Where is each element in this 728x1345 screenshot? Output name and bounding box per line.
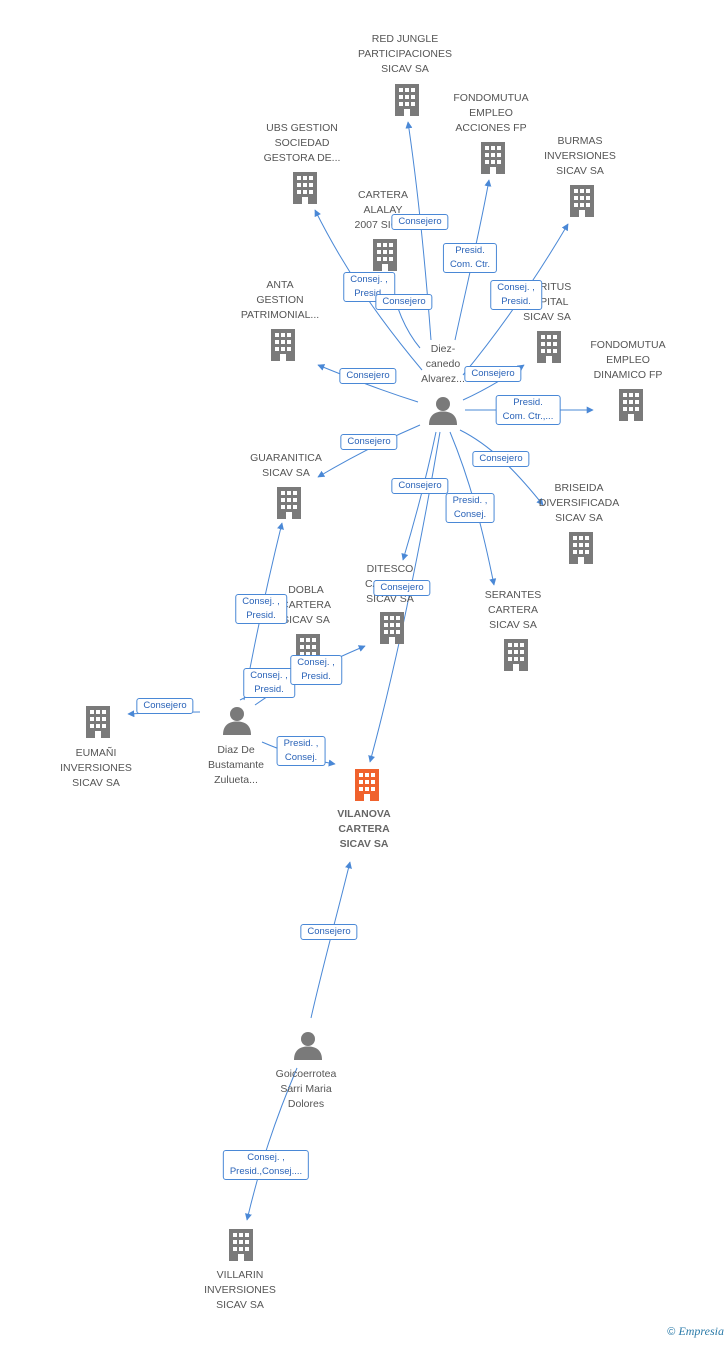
relation-label-red-jungle[interactable]: Consejero xyxy=(391,214,449,230)
node-label-fondomutua-dinamico[interactable]: FONDOMUTUA EMPLEO DINAMICO FP xyxy=(590,339,666,381)
node-label-serantes[interactable]: SERANTES CARTERA SICAV SA xyxy=(484,589,542,631)
relation-label-spiritus[interactable]: Consejero xyxy=(464,366,522,382)
node-label-goicoerrotea[interactable]: Goicoerrotea Sarri Maria Dolores xyxy=(275,1068,337,1110)
node-label-red-jungle[interactable]: RED JUNGLE PARTICIPACIONES SICAV SA xyxy=(358,33,452,75)
node-label-villarin[interactable]: VILLARIN INVERSIONES SICAV SA xyxy=(204,1269,276,1311)
node-label-briseida[interactable]: BRISEIDA DIVERSIFICADA SICAV SA xyxy=(538,482,620,524)
relation-label-vilanova-go[interactable]: Consejero xyxy=(300,924,358,940)
building-icon-briseida[interactable] xyxy=(569,532,593,564)
copyright-symbol: © xyxy=(667,1326,676,1338)
building-icon-cartera-alalay[interactable] xyxy=(373,239,397,271)
node-label-fondomutua-acciones[interactable]: FONDOMUTUA EMPLEO ACCIONES FP xyxy=(453,92,529,134)
footer-brand[interactable]: © Empresia xyxy=(667,1324,724,1339)
building-icon-serantes[interactable] xyxy=(504,639,528,671)
relation-label-vilanova-db[interactable]: Presid. , Consej. xyxy=(276,736,326,766)
nodes-layer xyxy=(86,84,643,1261)
building-icon-spiritus[interactable] xyxy=(537,331,561,363)
building-icon-ubs[interactable] xyxy=(293,172,317,204)
node-label-burmas[interactable]: BURMAS INVERSIONES SICAV SA xyxy=(544,135,616,177)
person-icon-goicoerrotea[interactable] xyxy=(294,1032,322,1060)
node-label-guaranitica[interactable]: GUARANITICA SICAV SA xyxy=(250,452,322,479)
node-label-dobla[interactable]: DOBLA CARTERA SICAV SA xyxy=(281,584,331,626)
relation-label-anta[interactable]: Consejero xyxy=(339,368,397,384)
relation-label-eumani[interactable]: Consejero xyxy=(136,698,194,714)
relation-label-guaranitica-dc[interactable]: Consejero xyxy=(340,434,398,450)
node-label-ubs[interactable]: UBS GESTION SOCIEDAD GESTORA DE... xyxy=(263,122,341,164)
building-icon-red-jungle[interactable] xyxy=(395,84,419,116)
relation-label-ditesco-db[interactable]: Consej. , Presid. xyxy=(290,655,342,685)
building-icon-anta[interactable] xyxy=(271,329,295,361)
relation-label-guaranitica-db[interactable]: Consej. , Presid. xyxy=(235,594,287,624)
node-label-diez-canedo[interactable]: Diez- canedo Alvarez... xyxy=(421,343,465,385)
building-icon-villarin[interactable] xyxy=(229,1229,253,1261)
person-icon-diez-canedo[interactable] xyxy=(429,397,457,425)
building-icon-eumani[interactable] xyxy=(86,706,110,738)
relation-label-briseida[interactable]: Consejero xyxy=(472,451,530,467)
relation-label-fondomutua-dinamico[interactable]: Presid. Com. Ctr.,... xyxy=(495,395,561,425)
edge-guaranitica-dc xyxy=(317,424,421,478)
edge-vilanova-go xyxy=(310,861,352,1019)
relation-label-serantes[interactable]: Presid. , Consej. xyxy=(445,493,495,523)
building-icon-vilanova[interactable] xyxy=(355,769,379,801)
relation-label-vilanova-dc[interactable]: Consejero xyxy=(373,580,431,596)
empresia-logo: Empresia xyxy=(678,1324,724,1338)
node-label-eumani[interactable]: EUMAÑI INVERSIONES SICAV SA xyxy=(60,747,132,789)
edge-ditesco-dc xyxy=(401,431,437,561)
building-icon-fondomutua-acciones[interactable] xyxy=(481,142,505,174)
relation-label-villarin[interactable]: Consej. , Presid.,Consej.... xyxy=(222,1150,310,1180)
relation-label-dobla[interactable]: Consej. , Presid. xyxy=(243,668,295,698)
building-icon-fondomutua-dinamico[interactable] xyxy=(619,389,643,421)
building-icon-guaranitica[interactable] xyxy=(277,487,301,519)
building-icon-burmas[interactable] xyxy=(570,185,594,217)
person-icon-diaz-bustamante[interactable] xyxy=(223,707,251,735)
node-label-diaz-bustamante[interactable]: Diaz De Bustamante Zulueta... xyxy=(207,744,265,786)
node-label-anta[interactable]: ANTA GESTION PATRIMONIAL... xyxy=(240,279,320,321)
relation-label-cartera-alalay[interactable]: Consejero xyxy=(375,294,433,310)
node-label-vilanova[interactable]: VILANOVA CARTERA SICAV SA xyxy=(337,808,391,850)
edge-villarin xyxy=(245,1067,298,1221)
building-icon-ditesco[interactable] xyxy=(380,612,404,644)
relation-label-ditesco-dc[interactable]: Consejero xyxy=(391,478,449,494)
relation-label-burmas[interactable]: Consej. , Presid. xyxy=(490,280,542,310)
relation-label-fondomutua-acciones[interactable]: Presid. Com. Ctr. xyxy=(442,243,498,273)
